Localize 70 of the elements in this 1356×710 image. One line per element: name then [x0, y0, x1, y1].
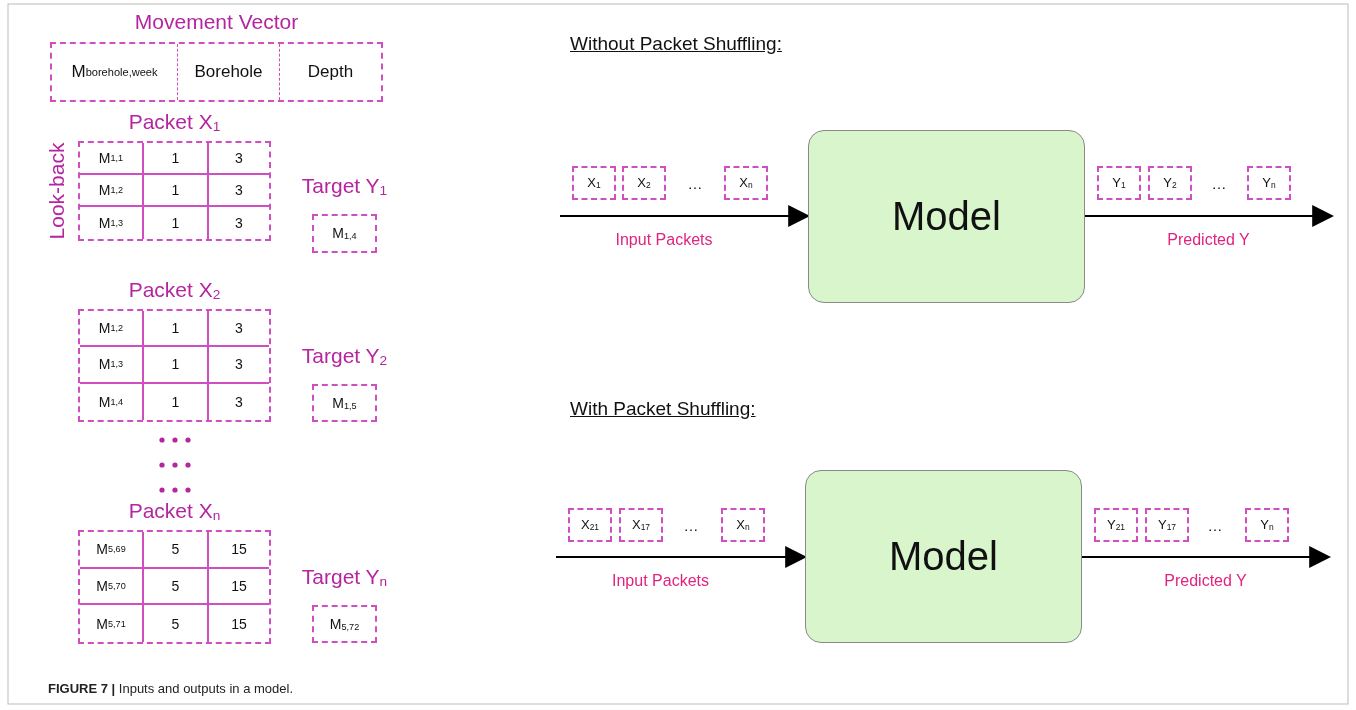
table-cell: 15: [209, 568, 269, 606]
section-heading: Without Packet Shuffling:: [570, 33, 782, 55]
table-cell: 5: [144, 568, 209, 606]
heading: Movement Vector: [133, 10, 300, 34]
edge-label: Input Packets: [615, 231, 713, 249]
heading: Target Y$_{2}$: [300, 344, 389, 369]
heading: Target Y$_{1}$: [300, 174, 389, 199]
table-cell: 1: [144, 175, 209, 207]
table-cell: 5: [144, 605, 209, 642]
axis-label: Look-back: [45, 142, 69, 240]
ellipsis-text: …: [1211, 174, 1227, 192]
edge-label: Input Packets: [612, 572, 709, 590]
box-label: X$_{21}$: [580, 517, 600, 533]
dashed-box: [724, 166, 768, 200]
table-cell: 3: [209, 347, 269, 384]
dashed-box: [721, 508, 765, 542]
ellipsis-text: …: [683, 516, 699, 534]
ellipsis-text: …: [687, 174, 703, 192]
box-label: M$_{1,5}$: [332, 394, 357, 412]
table-cell-text: 3: [234, 392, 244, 412]
ellipsis-text: …: [1207, 516, 1223, 534]
table-cell: 1: [144, 207, 209, 239]
section-heading: With Packet Shuffling:: [570, 398, 756, 420]
box-label: Y$_{n}$: [1260, 517, 1274, 533]
box-label: Y$_{21}$: [1106, 517, 1126, 533]
table-cell: Borehole: [178, 44, 280, 100]
model-label: Model: [889, 534, 998, 579]
table-cell: 3: [209, 311, 269, 348]
dashed-box: [1145, 508, 1189, 542]
table-cell: 3: [209, 175, 269, 207]
box-label: X$_{2}$: [637, 175, 651, 191]
table-cell-text: 3: [234, 214, 244, 233]
dashed-box: [572, 166, 616, 200]
box-label: M$_{5,72}$: [329, 615, 360, 633]
dashed-box: [1097, 166, 1141, 200]
model-label: Model: [892, 194, 1001, 239]
model-box: [808, 130, 1085, 303]
arrow: [1085, 205, 1335, 227]
dashed-box: [619, 508, 663, 542]
dashed-box: [1247, 166, 1291, 200]
dashed-box: [1094, 508, 1138, 542]
table-cell: 1: [144, 311, 209, 348]
arrow: [1082, 546, 1332, 568]
box-label: X$_{17}$: [631, 517, 651, 533]
dashed-box: [1148, 166, 1192, 200]
caption: FIGURE 7 | Inputs and outputs in a model.: [48, 681, 293, 696]
table-cell-text: 15: [230, 614, 248, 634]
heading: Packet X$_{2}$: [127, 278, 222, 303]
table-cell: 1: [144, 383, 209, 420]
box-label: X$_{1}$: [587, 175, 601, 191]
dashed-box: [568, 508, 612, 542]
heading: Packet X$_{1}$: [127, 110, 222, 135]
box-label: X$_{n}$: [736, 517, 750, 533]
box-label: Y$_{2}$: [1163, 175, 1177, 191]
box-label: Y$_{n}$: [1262, 175, 1276, 191]
heading: Target Y$_{n}$: [300, 565, 389, 590]
heading: Packet X$_{n}$: [127, 499, 222, 524]
table-cell-text: Depth: [306, 61, 355, 83]
table-cell: 5: [144, 532, 209, 569]
dashed-box: [1245, 508, 1289, 542]
table-cell: 15: [209, 532, 269, 569]
box-label: Y$_{17}$: [1157, 517, 1177, 533]
model-box: [805, 470, 1082, 643]
box-label: M$_{1,4}$: [332, 225, 357, 242]
box-label: X$_{n}$: [739, 175, 753, 191]
box-label: Y$_{1}$: [1112, 175, 1126, 191]
table-cell: 1: [144, 347, 209, 384]
dashed-box: [622, 166, 666, 200]
table-cell: 1: [144, 143, 209, 175]
table-cell: 3: [209, 143, 269, 175]
